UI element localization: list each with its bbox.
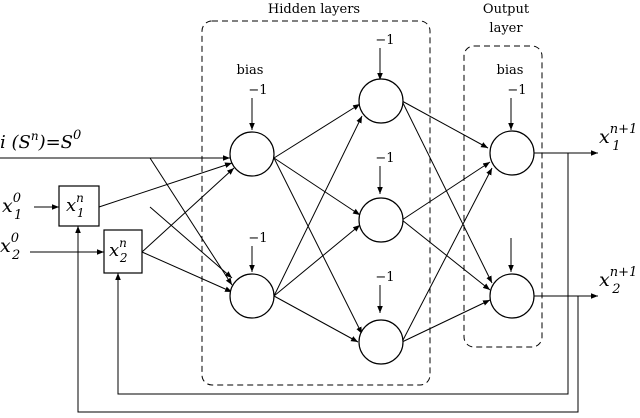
- neuron-output-bottom: [489, 273, 535, 319]
- edge-h1b-h2b: [273, 224, 361, 297]
- bias-value-h1b: −1: [248, 231, 267, 246]
- bias-value-h2b: −1: [375, 151, 394, 166]
- edge-box2-to-h1a: [141, 167, 235, 253]
- neuron-hidden1-top: [229, 131, 275, 177]
- delay-box-x2: [103, 229, 143, 274]
- edge-box2-to-h1b: [141, 251, 233, 293]
- bias-value-h1a: −1: [248, 83, 267, 98]
- output-bias-label: bias: [497, 63, 524, 78]
- feedback-loop-x1: [75, 226, 579, 413]
- edge-h1a-h2c: [273, 157, 363, 335]
- delay-box-x1: [58, 185, 100, 227]
- edge-h1b-h2a: [273, 115, 363, 297]
- output-layer-title-line2: layer: [489, 21, 523, 36]
- edge-h2c-o2: [401, 299, 491, 343]
- input-label-i: i (Sn)=S0: [0, 128, 81, 153]
- neuron-hidden2-bottom: [358, 319, 404, 365]
- hidden-bias-label: bias: [237, 63, 264, 78]
- bias-value-h2c: −1: [375, 270, 394, 285]
- edge-h1b-h2c: [273, 295, 359, 343]
- feedback-loop-x2: [115, 153, 569, 395]
- edge-h2b-o2: [401, 219, 491, 291]
- edge-h2a-o2: [401, 100, 493, 284]
- output-layer-title-line1: Output: [483, 2, 530, 17]
- edge-h2a-o1: [401, 100, 489, 149]
- edge-h1a-h2b: [273, 157, 361, 216]
- neuron-hidden1-bottom: [229, 273, 275, 319]
- edge-h2b-o1: [401, 161, 491, 221]
- edge-h2c-o1: [401, 167, 493, 343]
- edge-box1-to-h1a: [98, 162, 233, 208]
- neuron-hidden2-top: [358, 78, 404, 124]
- hidden-layers-frame: [201, 20, 431, 386]
- edge-i-to-h1b: [149, 157, 233, 286]
- neuron-hidden2-middle: [358, 197, 404, 243]
- edge-h1a-h2a: [273, 103, 361, 159]
- edge-box1-to-h1b: [149, 206, 233, 279]
- neuron-output-top: [489, 130, 535, 176]
- hidden-layers-title: Hidden layers: [268, 2, 360, 17]
- bias-value-o1: −1: [507, 83, 526, 98]
- output-layer-frame: [463, 45, 543, 348]
- bias-value-h2a: −1: [375, 33, 394, 48]
